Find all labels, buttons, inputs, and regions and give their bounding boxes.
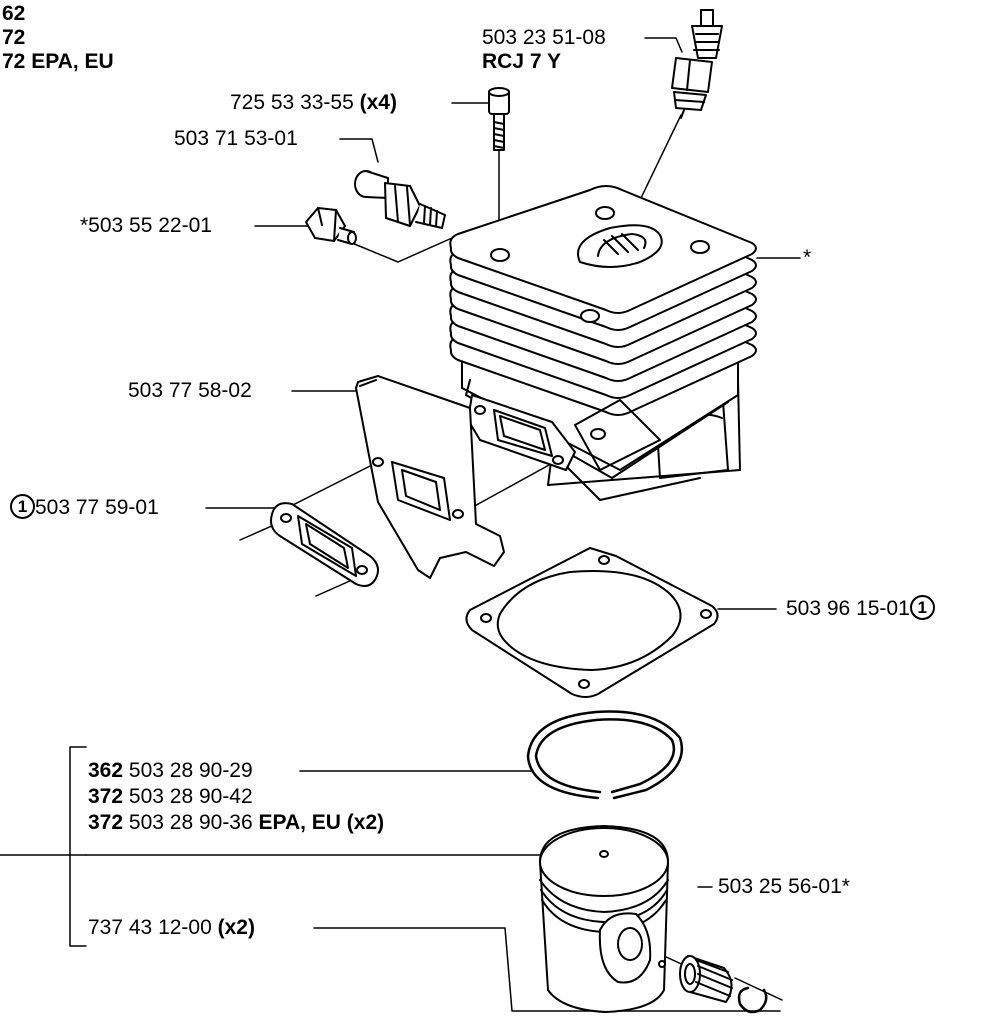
ring-line-2: 372 503 28 90-42	[88, 785, 253, 809]
bearing-part: 503 25 56-01*	[718, 875, 850, 898]
ring-part: 503 28 90-29	[128, 759, 253, 782]
spark-plug	[671, 9, 723, 119]
leader-lines	[0, 37, 801, 1012]
piston-ring	[526, 710, 684, 800]
ring-model: 372	[88, 785, 124, 808]
spark-plug-type: RCJ 7 Y	[482, 50, 561, 73]
ring-model: 362	[88, 759, 124, 782]
marker-1-badge: 1	[10, 494, 35, 520]
ring-line-1: 362 503 28 90-29	[88, 759, 253, 783]
screw-label: 725 53 33-55 (x4)	[230, 91, 397, 115]
marker-1-badge: 1	[909, 595, 935, 621]
piston	[539, 825, 669, 1013]
decompression-valve	[354, 170, 446, 229]
model-62: 62	[2, 2, 26, 25]
model-72: 72	[2, 26, 26, 49]
exhaust-gasket	[270, 502, 379, 587]
cylinder-mark: *	[803, 246, 812, 269]
base-gasket-part: 503 96 15-01	[786, 597, 910, 620]
circlip-part: 737 43 12-00	[88, 916, 212, 939]
model-72-epa: 72 EPA, EU	[2, 50, 114, 73]
base-gasket	[465, 547, 719, 698]
cap-screw	[488, 87, 510, 151]
plate-part: 503 77 58-02	[128, 379, 252, 402]
threaded-plug	[305, 207, 357, 245]
circlip-label: 737 43 12-00 (x2)	[88, 916, 255, 940]
cylinder	[449, 185, 757, 501]
exhaust-gasket-part: 503 77 59-01	[35, 496, 159, 519]
valve-part: 503 71 53-01	[174, 127, 298, 150]
exhaust-plate	[355, 375, 505, 579]
ring-part: 503 28 90-42	[128, 785, 253, 808]
screw-part: 725 53 33-55	[230, 91, 354, 114]
circlip-qty: (x2)	[217, 916, 255, 939]
ring-model: 372	[88, 811, 124, 834]
circlip	[737, 986, 768, 1014]
screw-qty: (x4)	[359, 91, 397, 114]
ring-part: 503 28 90-36	[128, 811, 253, 834]
ring-note: EPA, EU (x2)	[258, 811, 385, 834]
spark-plug-part: 503 23 51-08	[482, 26, 606, 49]
needle-bearing	[679, 955, 733, 1003]
ring-line-3: 372 503 28 90-36 EPA, EU (x2)	[88, 811, 384, 835]
plug-part: *503 55 22-01	[80, 214, 212, 237]
